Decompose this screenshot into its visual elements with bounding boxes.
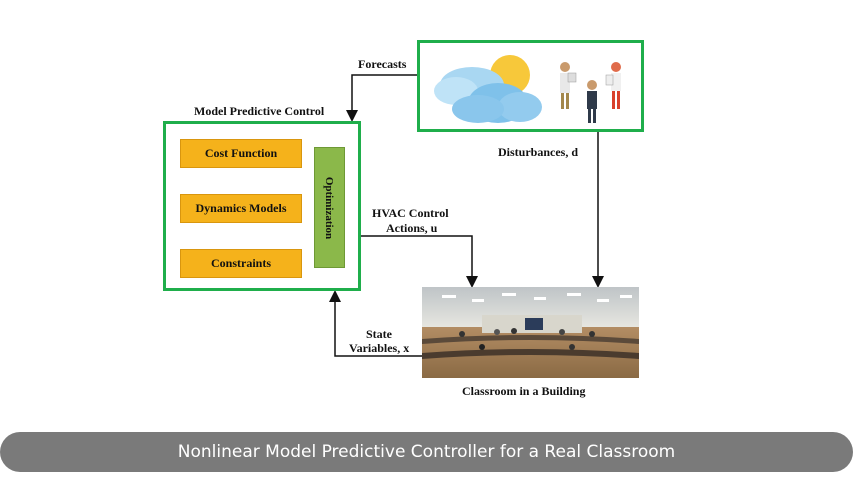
hvac-arrow — [361, 235, 478, 288]
person-icon — [605, 62, 621, 109]
optimization-label: Optimization — [323, 176, 336, 239]
cloud-icon — [434, 67, 542, 123]
state-label-line2: Variables, x — [349, 341, 410, 355]
caption-text: Nonlinear Model Predictive Controller fo… — [177, 442, 676, 462]
dynamics-models-box: Dynamics Models — [180, 194, 302, 223]
optimization-box: Optimization — [314, 147, 345, 268]
forecasts-label: Forecasts — [358, 57, 407, 71]
person-icon — [560, 62, 577, 109]
state-arrow — [329, 290, 422, 357]
forecasts-arrow — [346, 74, 417, 122]
classroom-label: Classroom in a Building — [462, 384, 586, 398]
caption-bar: Nonlinear Model Predictive Controller fo… — [0, 432, 853, 472]
state-label-line1: State — [366, 327, 392, 341]
hvac-label-line2: Actions, u — [386, 221, 438, 235]
disturbances-label: Disturbances, d — [498, 145, 579, 159]
person-icon — [587, 80, 597, 123]
classroom-photo — [422, 287, 639, 378]
cost-function-box: Cost Function — [180, 139, 302, 168]
constraints-box: Constraints — [180, 249, 302, 278]
hvac-label-line1: HVAC Control — [372, 206, 449, 220]
classroom-illustration — [422, 287, 639, 378]
mpc-title: Model Predictive Control — [194, 104, 325, 118]
disturbances-box — [417, 40, 644, 132]
weather-people-illustration — [434, 55, 621, 123]
